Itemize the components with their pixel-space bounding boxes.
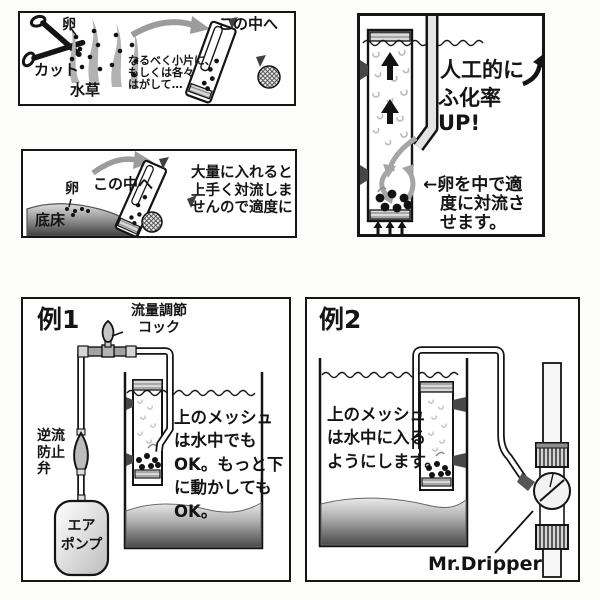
mesh-ball-icon (257, 65, 281, 89)
egg-curl (435, 451, 445, 457)
incubator-tube (132, 379, 163, 486)
water-surface (362, 39, 484, 47)
air-bubbles (428, 398, 447, 452)
example1-illustration (53, 319, 264, 577)
suction-cup-icon (453, 397, 466, 412)
tube-fitting (517, 473, 535, 491)
egg-pointer-line (69, 26, 77, 36)
egg-dots (426, 461, 451, 478)
suction-cup-icon (453, 453, 466, 468)
small-arrow-icon (228, 17, 238, 29)
hatch-caption: ←卵を中で適 度に対流さ せます。 (423, 175, 525, 234)
egg-curl (377, 186, 387, 193)
cut-label: カット (34, 61, 80, 79)
suction-cup-icon (126, 397, 133, 410)
headline-line1: 人工的に (440, 58, 524, 82)
bed-illustration (26, 151, 197, 236)
drip-tube (412, 16, 439, 151)
check-valve-label: 逆流 防止 弁 (37, 428, 65, 478)
product-label: Mr.Dripper (428, 553, 542, 575)
incubator-tube (185, 20, 237, 104)
suction-cup-icon (360, 60, 368, 80)
check-valve (73, 428, 89, 476)
bed-label: 底床 (35, 211, 66, 229)
pointer-line (494, 510, 534, 554)
egg-dots (69, 28, 139, 78)
aquarium-tank (318, 358, 469, 548)
water-surface (321, 371, 459, 379)
up-arrow-icon (381, 52, 399, 80)
panel-hatch-diagram: 人工的に ふ化率UP! ←卵を中で適 度に対流さ せます。 (357, 13, 545, 237)
egg-label: 卵 (62, 17, 76, 33)
dripper-valve (533, 362, 571, 578)
egg-pointer-line (68, 198, 72, 208)
panel-example1: 例1 流量調節 コック 逆流 防止 弁 エア ポンプ 上のメッシュ は水中でも … (21, 297, 291, 582)
example2-title: 例2 (319, 305, 362, 334)
inflow-arrows (373, 221, 407, 234)
cut-note: なるべく小片に、 もしくは各々 はがして… (128, 54, 216, 92)
plant-label: 水草 (70, 81, 101, 99)
example1-note: 上のメッシュ は水中でも OK。もっと下 に動かしても OK。 (174, 408, 284, 521)
substrate (320, 497, 467, 546)
egg-dots (136, 453, 161, 470)
air-bubbles (137, 398, 156, 444)
hatch-illustration (360, 16, 542, 234)
suction-cup-icon (126, 453, 133, 466)
water-surface (126, 389, 256, 397)
small-arrow-icon (187, 195, 197, 208)
into-here-label: この中へ (218, 15, 279, 33)
air-pump-label: エア ポンプ (60, 518, 103, 553)
small-arrow-icon (159, 157, 169, 169)
headline-arrow-icon (522, 55, 542, 87)
egg-dots (375, 189, 413, 213)
small-arrow-icon (256, 55, 266, 67)
suction-cup-icon (360, 165, 368, 185)
curved-arrow-icon (91, 151, 153, 176)
into-here-label: この中へ (93, 175, 154, 193)
incubator-tube (114, 159, 168, 236)
up-arrow-icon (381, 99, 399, 124)
substrate (125, 502, 262, 548)
panel-example2: 例2 上のメッシュ は水中に入る ようにします。 Mr.Dripper (305, 297, 580, 582)
headline-line2: ふ化率UP! (438, 86, 501, 136)
curved-arrow-icon (130, 16, 210, 38)
panel-bed-instructions: この中へ 卵 底床 大量に入れると 上手く対流しま せんので適度に (21, 149, 297, 238)
egg-label: 卵 (65, 181, 79, 197)
egg-dots (65, 207, 90, 217)
egg-curl (147, 443, 157, 449)
flow-valve-label: 流量調節 コック (131, 303, 187, 336)
cut-illustration (21, 14, 281, 104)
aquarium-tank (123, 372, 264, 550)
bed-note: 大量に入れると 上手く対流しま せんので適度に (191, 165, 293, 217)
flow-valve (77, 319, 137, 358)
example2-illustration (318, 346, 571, 578)
example2-note: 上のメッシュ は水中に入る ようにします。 (327, 405, 441, 471)
valve-pointer-line (111, 331, 124, 337)
air-pump (53, 494, 110, 577)
mesh-ball-icon (141, 211, 163, 233)
airline-tube (412, 346, 530, 485)
panel-cut-instructions: 卵 カット 水草 なるべく小片に、 もしくは各々 はがして… この中へ (18, 11, 296, 106)
example1-title: 例1 (37, 305, 80, 334)
